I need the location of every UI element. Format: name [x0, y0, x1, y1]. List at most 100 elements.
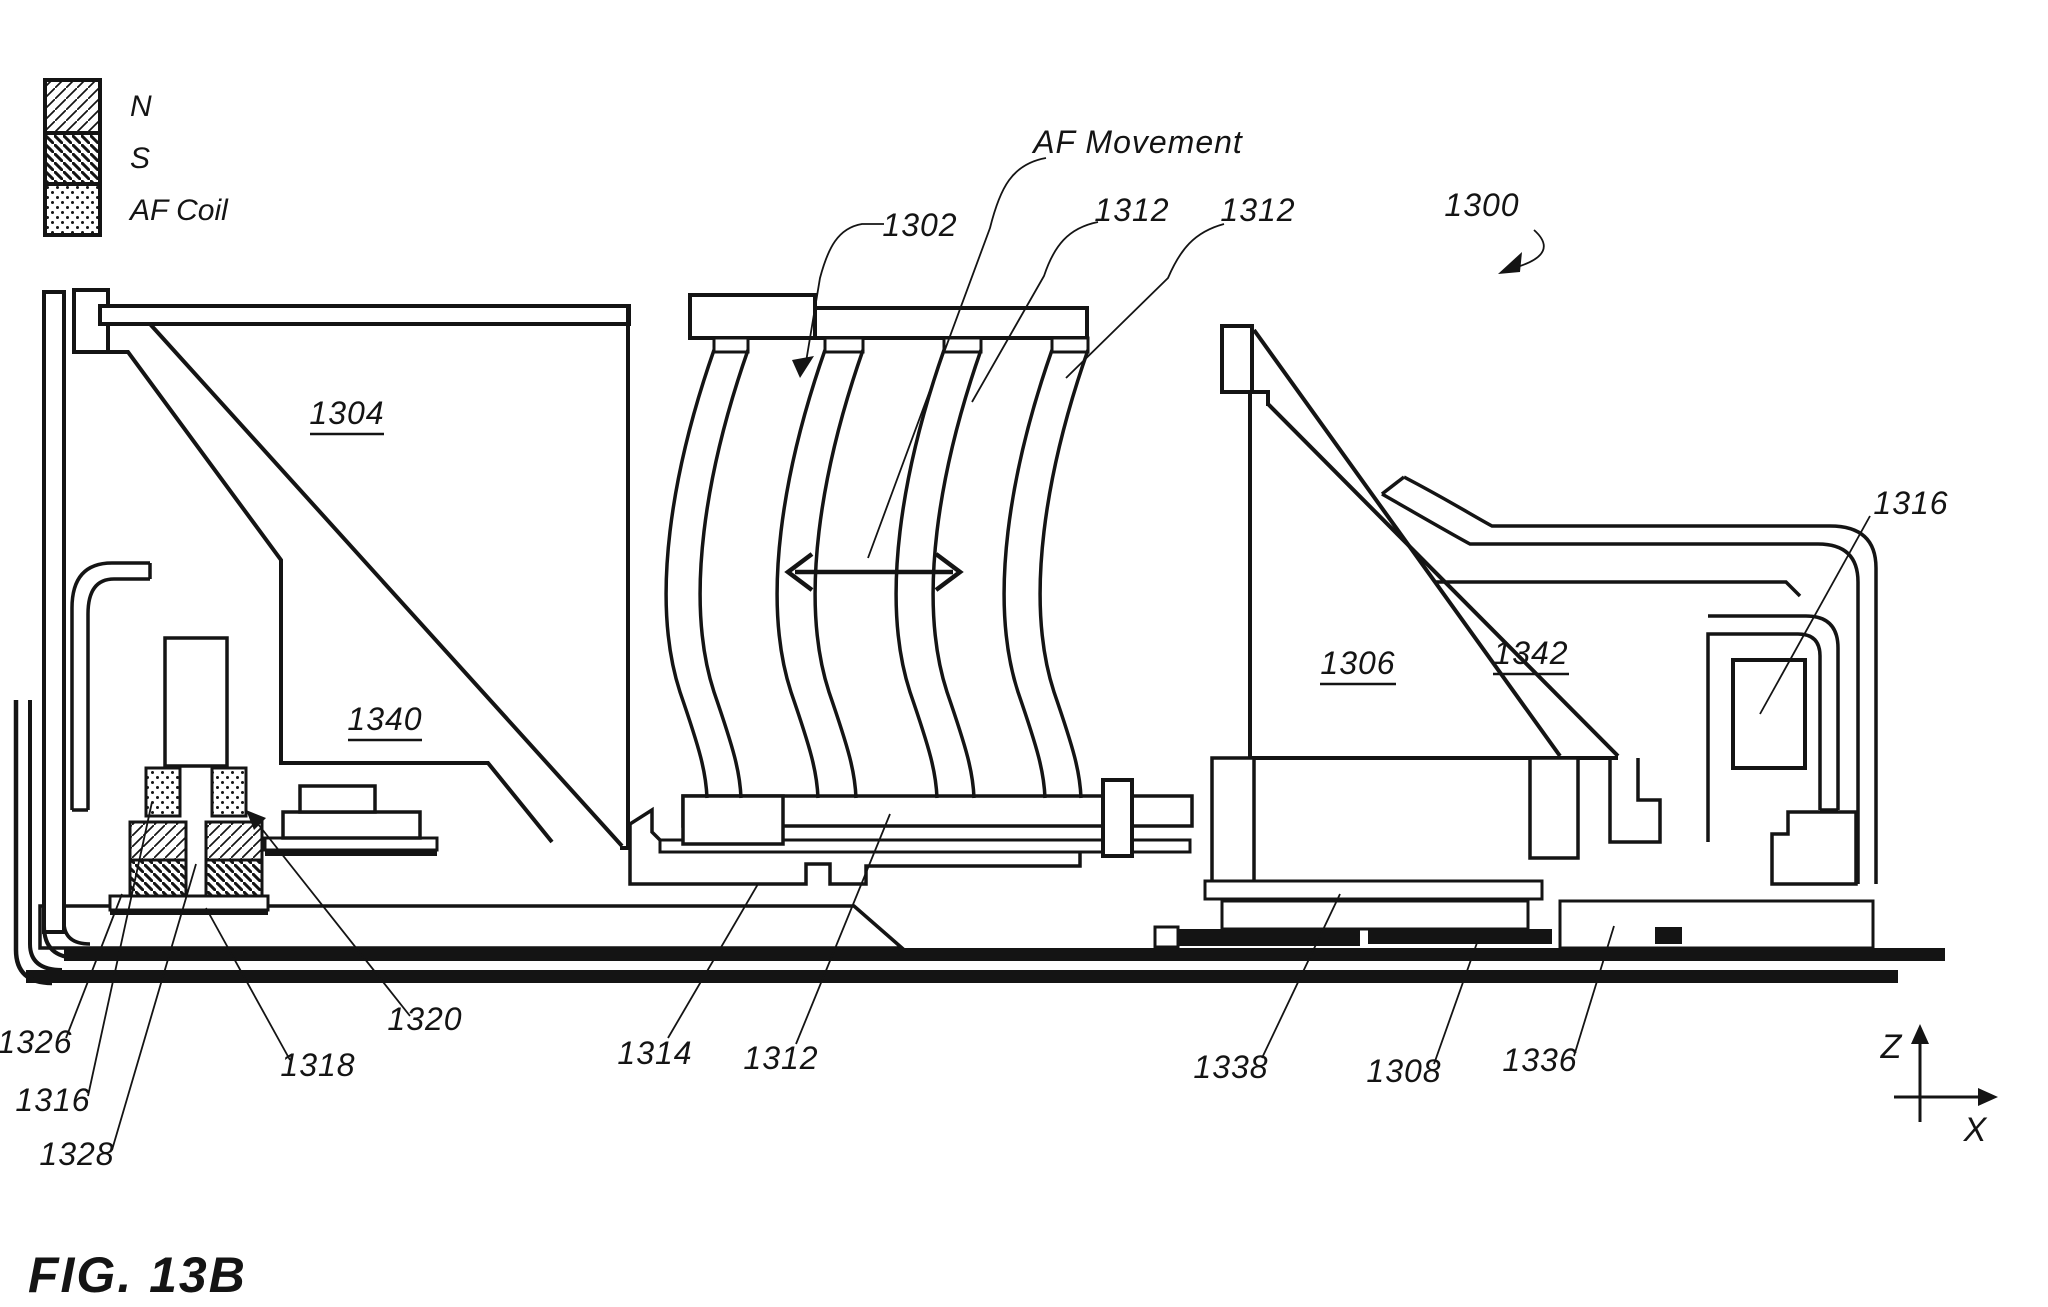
- leader-1312-top-right: [1065, 223, 1225, 379]
- left-wall-foot-outer: [42, 925, 79, 960]
- right-prism-assembly: [1101, 324, 1878, 886]
- pedestal-1336-chip: [1655, 927, 1682, 944]
- ref-label-1312-bottom: 1312: [743, 1040, 818, 1076]
- lens-element-1312-4: [1002, 336, 1090, 799]
- left-outer-wall: [42, 290, 66, 934]
- flexure-hook-right-inner: [1706, 632, 1822, 842]
- base-plate-lower: [26, 970, 1898, 983]
- lens-tab: [712, 336, 750, 354]
- magnet-yoke-post: [163, 636, 229, 768]
- housing-band-inner: [1381, 492, 1860, 884]
- legend-label-af-coil: AF Coil: [128, 194, 229, 227]
- right-stub-step: [1252, 390, 1270, 406]
- left-prism-assembly: [42, 288, 631, 960]
- sensor-platform: [1153, 879, 1875, 950]
- leader-lines: [65, 157, 1871, 1151]
- leader-1316-right: [1759, 515, 1871, 715]
- platform-block: [1220, 899, 1530, 931]
- af-coil-right: [210, 766, 248, 818]
- ref-label-1304: 1304: [309, 395, 384, 431]
- right-prism-hypotenuse-inner: [1266, 402, 1620, 758]
- leader-1308: [1433, 939, 1479, 1065]
- sensor-box-1316: [1731, 658, 1807, 770]
- lens-edge: [1038, 349, 1090, 799]
- arrowhead-1300: [1498, 252, 1522, 274]
- housing-band-cap: [1380, 475, 1406, 496]
- legend-swatch-n: [43, 78, 102, 135]
- figure-caption: FIG. 13B: [28, 1247, 247, 1303]
- platform-notch: [1153, 925, 1180, 949]
- ref-label-1316-left: 1316: [15, 1082, 90, 1118]
- ref-label-1326: 1326: [0, 1024, 73, 1060]
- ref-label-1316-right: 1316: [1873, 485, 1948, 521]
- leader-1326: [65, 893, 123, 1039]
- shield-corner-outer: [13, 700, 53, 986]
- leader-1302: [805, 223, 884, 363]
- ref-label-1318: 1318: [280, 1047, 355, 1083]
- lens-element-1312-2: [775, 336, 865, 799]
- leader-1300: [1519, 229, 1545, 267]
- pedestal-1340-tier3: [298, 784, 377, 814]
- lens-tab: [942, 336, 983, 354]
- lens-edge: [1002, 349, 1054, 799]
- right-prism-mid-foot: [1528, 756, 1580, 860]
- pedestal-1336: [1558, 899, 1875, 950]
- sensor-strip-1308-left: [1178, 929, 1360, 946]
- flexure-hook-caps: [72, 563, 152, 812]
- right-prism-step-foot: [1608, 758, 1662, 844]
- leader-1314: [667, 883, 759, 1039]
- annotation-af-movement: AF Movement: [1031, 124, 1243, 160]
- prism-top-bar: [98, 304, 631, 326]
- text-labels: N S AF Coil 1304 1340 1306 1342 1302 131…: [0, 90, 1988, 1303]
- leader-af-movement: [867, 157, 1047, 559]
- right-foot-block: [1770, 810, 1858, 886]
- af-coil-left: [144, 766, 182, 818]
- left-wall-foot-inner: [62, 921, 91, 946]
- arrowhead-1302: [792, 356, 814, 378]
- leader-1312-top-left: [971, 221, 1099, 403]
- lens-element-1312-3: [894, 336, 983, 799]
- ref-label-1342: 1342: [1493, 635, 1568, 671]
- lens-edge: [813, 349, 865, 799]
- base-strip-left: [38, 904, 907, 950]
- ref-label-1300: 1300: [1444, 187, 1519, 223]
- legend-swatch-af-coil: [43, 182, 102, 237]
- flexure-hook-right-outer: [1708, 614, 1840, 810]
- ref-label-1312-top-right: 1312: [1220, 192, 1295, 228]
- lens-element-1312-1: [664, 336, 750, 799]
- ref-label-1328: 1328: [39, 1136, 114, 1172]
- flexure-hook-outer: [70, 561, 150, 810]
- leader-1320: [257, 823, 411, 1017]
- z-axis-label: Z: [1880, 1028, 1903, 1066]
- carriage-plate: [658, 838, 1192, 854]
- legend-label-n: N: [130, 90, 152, 123]
- coordinate-axes: [1894, 1024, 1998, 1122]
- ref-label-1306: 1306: [1320, 645, 1395, 681]
- ref-label-1302: 1302: [882, 207, 957, 243]
- base-plate-upper: [64, 948, 1945, 961]
- lens-carrier-left-step: [681, 794, 785, 846]
- platform-plate-1338: [1203, 879, 1544, 901]
- arrowhead-1320: [246, 810, 266, 830]
- leader-1336: [1573, 925, 1615, 1057]
- lens-edge: [894, 349, 946, 799]
- lens-edge: [698, 349, 750, 799]
- right-wall-stub: [1220, 324, 1254, 394]
- housing-band-outer: [1403, 475, 1878, 884]
- x-axis-arrowhead: [1978, 1088, 1998, 1106]
- lens-edge: [931, 349, 983, 799]
- x-axis-label: X: [1963, 1111, 1988, 1149]
- housing-inner-ledge: [1436, 580, 1802, 598]
- ref-label-1312-top-left: 1312: [1094, 192, 1169, 228]
- af-movement-arrow: [784, 552, 964, 592]
- magnet-right-n: [204, 820, 264, 862]
- prism-holder-edge: [110, 350, 554, 844]
- af-arrow-head-right: [934, 552, 964, 592]
- lens-edge: [775, 349, 827, 799]
- ref-label-1338: 1338: [1193, 1049, 1268, 1085]
- spacer-post: [1101, 778, 1134, 858]
- prism-hypotenuse-1304: [148, 322, 624, 848]
- ref-label-1336: 1336: [1502, 1042, 1577, 1078]
- lens-tab: [1050, 336, 1090, 354]
